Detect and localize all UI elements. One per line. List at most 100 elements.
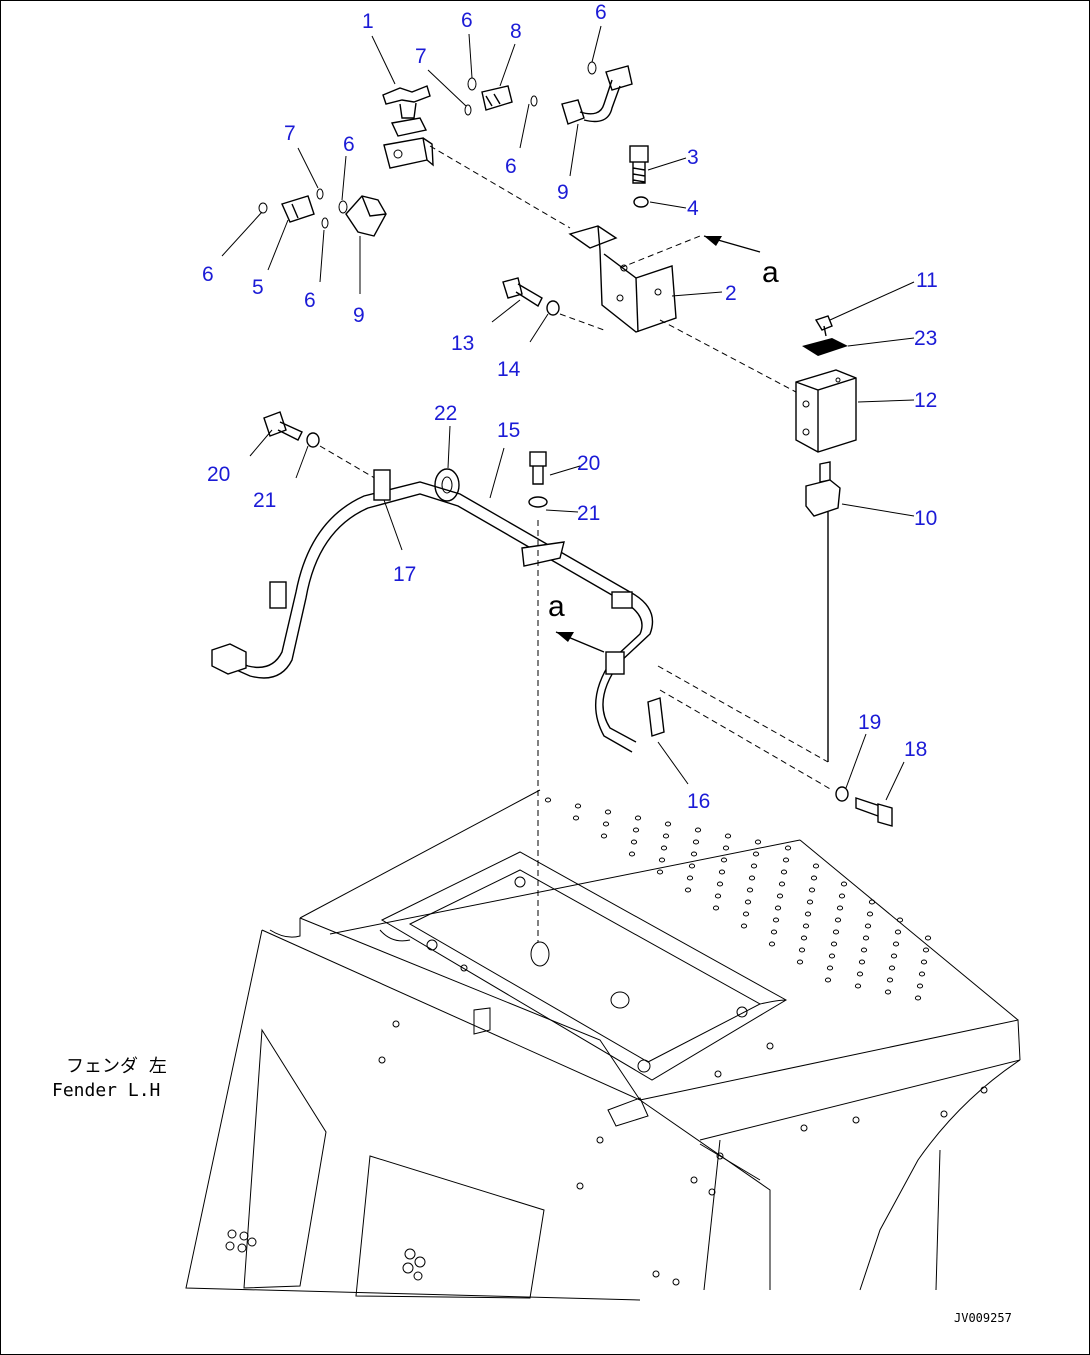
callout-17: 17 bbox=[393, 563, 416, 586]
callout-21: 21 bbox=[577, 502, 600, 525]
mount-hole bbox=[596, 1136, 604, 1144]
callout-20: 20 bbox=[577, 452, 600, 475]
adapter-part-8 bbox=[481, 85, 513, 111]
callout-13: 13 bbox=[451, 332, 474, 355]
mount-hole bbox=[392, 1020, 400, 1028]
tread-dot bbox=[664, 821, 672, 827]
tread-dot bbox=[634, 815, 642, 821]
assembly-centerline-1 bbox=[429, 145, 571, 229]
tread-dot bbox=[600, 833, 608, 839]
tread-dot bbox=[828, 953, 836, 959]
mount-hole bbox=[460, 964, 468, 972]
callout-16: 16 bbox=[687, 790, 710, 813]
fender-note-english: Fender L.H bbox=[52, 1080, 160, 1101]
tread-dot bbox=[888, 965, 896, 971]
callout-6: 6 bbox=[461, 9, 473, 32]
tread-dot bbox=[914, 995, 922, 1001]
tread-dot bbox=[796, 959, 804, 965]
tread-dot bbox=[826, 965, 834, 971]
fitting-part-5 bbox=[281, 195, 315, 223]
view-marker-a-upper: a bbox=[762, 256, 779, 289]
tread-dot bbox=[894, 929, 902, 935]
tread-dot bbox=[916, 983, 924, 989]
tread-dot bbox=[864, 923, 872, 929]
tread-dot bbox=[746, 887, 754, 893]
tread-dot bbox=[854, 983, 862, 989]
mount-hole bbox=[576, 1182, 584, 1190]
fender-note-japanese: フェンダ 左 bbox=[66, 1056, 167, 1077]
callout-12: 12 bbox=[914, 389, 937, 412]
tread-dot bbox=[656, 869, 664, 875]
tread-dot bbox=[660, 845, 668, 851]
tread-dot bbox=[834, 917, 842, 923]
tread-dot bbox=[662, 833, 670, 839]
callout-23: 23 bbox=[914, 327, 937, 350]
tread-dot bbox=[776, 893, 784, 899]
tread-dot bbox=[694, 827, 702, 833]
tread-dot bbox=[812, 863, 820, 869]
bolt-part-13 bbox=[502, 277, 543, 308]
callout-1: 1 bbox=[362, 10, 374, 33]
tread-dot bbox=[924, 935, 932, 941]
tread-dot bbox=[604, 809, 612, 815]
tread-dot bbox=[714, 893, 722, 899]
mount-hole bbox=[652, 1270, 660, 1278]
mount-hole bbox=[940, 1110, 948, 1118]
washer-part-21-left bbox=[306, 432, 320, 448]
callout-6: 6 bbox=[304, 289, 316, 312]
tread-dot bbox=[658, 857, 666, 863]
tread-dot bbox=[690, 851, 698, 857]
callout-10: 10 bbox=[914, 507, 937, 530]
bolt-part-3 bbox=[629, 145, 649, 184]
tread-dot bbox=[824, 977, 832, 983]
floor-access-cover bbox=[379, 851, 788, 1127]
mount-hole bbox=[672, 1278, 680, 1286]
tread-dot bbox=[688, 863, 696, 869]
bolt-part-20-center bbox=[529, 451, 547, 485]
tread-dot bbox=[748, 875, 756, 881]
tread-dot bbox=[686, 875, 694, 881]
tread-dot bbox=[632, 827, 640, 833]
tread-dot bbox=[724, 833, 732, 839]
tread-dot bbox=[772, 917, 780, 923]
callout-14: 14 bbox=[497, 358, 521, 381]
tread-dot bbox=[628, 851, 636, 857]
mount-hole bbox=[690, 1176, 698, 1184]
washer-part-14 bbox=[546, 300, 560, 316]
callout-6: 6 bbox=[595, 1, 607, 24]
tread-dot bbox=[684, 887, 692, 893]
tread-dot bbox=[752, 851, 760, 857]
tread-dot bbox=[922, 947, 930, 953]
harness-part-15 bbox=[211, 469, 665, 753]
callout-9: 9 bbox=[353, 304, 365, 327]
callout-4: 4 bbox=[687, 197, 699, 220]
hole-cluster-left bbox=[225, 1229, 257, 1253]
screw-part-11 bbox=[814, 315, 833, 337]
valve-centerline bbox=[659, 319, 797, 393]
tread-dot bbox=[896, 917, 904, 923]
elbow-tube-part-9-upper bbox=[561, 65, 633, 125]
tread-dot bbox=[572, 815, 580, 821]
callout-numbers: 1 6 8 6 7 7 6 6 9 3 4 6 5 6 9 2 11 23 13… bbox=[202, 1, 938, 813]
callout-7: 7 bbox=[284, 122, 296, 145]
mount-hole bbox=[714, 1070, 722, 1078]
tread-dot bbox=[838, 893, 846, 899]
valve-knob-part-1 bbox=[382, 85, 434, 169]
callout-2: 2 bbox=[725, 282, 737, 305]
callout-7: 7 bbox=[415, 45, 427, 68]
callout-20: 20 bbox=[207, 463, 230, 486]
tread-dot bbox=[544, 797, 552, 803]
callout-18: 18 bbox=[904, 738, 927, 761]
block-part-12 bbox=[795, 369, 857, 453]
plate-part-23 bbox=[802, 338, 848, 356]
washer-part-4 bbox=[633, 196, 649, 208]
callout-22: 22 bbox=[434, 402, 457, 425]
tread-dot bbox=[866, 911, 874, 917]
tread-dot bbox=[692, 839, 700, 845]
callout-21: 21 bbox=[253, 489, 276, 512]
tread-dot bbox=[804, 911, 812, 917]
tread-dot bbox=[886, 977, 894, 983]
tread-dot bbox=[830, 941, 838, 947]
callout-leader-lines bbox=[221, 25, 915, 801]
